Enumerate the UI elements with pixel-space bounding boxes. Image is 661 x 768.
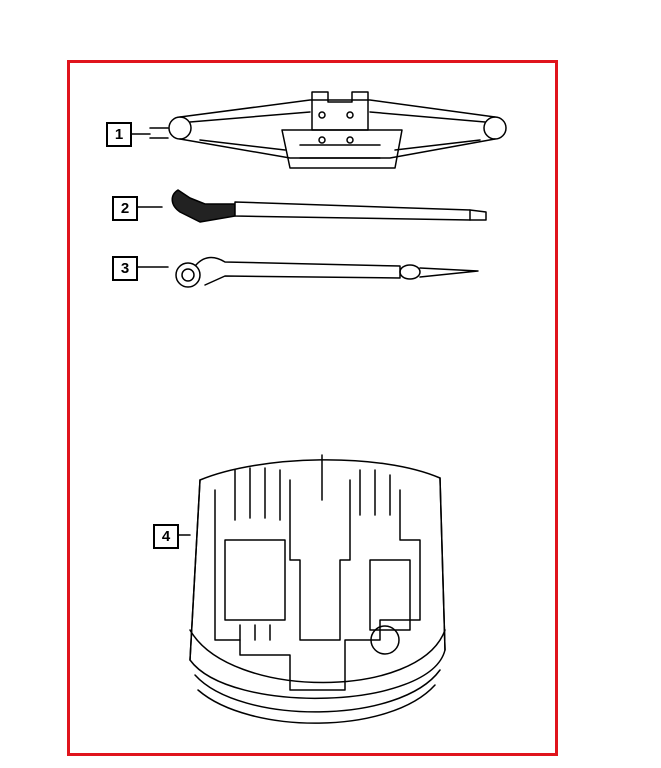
callout-1: 1 (106, 122, 132, 147)
jack-handle-drawing (171, 189, 487, 223)
lug-wrench-drawing (175, 256, 479, 288)
callout-4: 4 (153, 524, 179, 549)
diagram-frame (67, 60, 558, 756)
scissor-jack-drawing (149, 91, 507, 169)
callout-3: 3 (112, 256, 138, 281)
storage-tray-drawing (189, 454, 446, 724)
leader-lines (131, 133, 191, 536)
callout-2: 2 (112, 196, 138, 221)
